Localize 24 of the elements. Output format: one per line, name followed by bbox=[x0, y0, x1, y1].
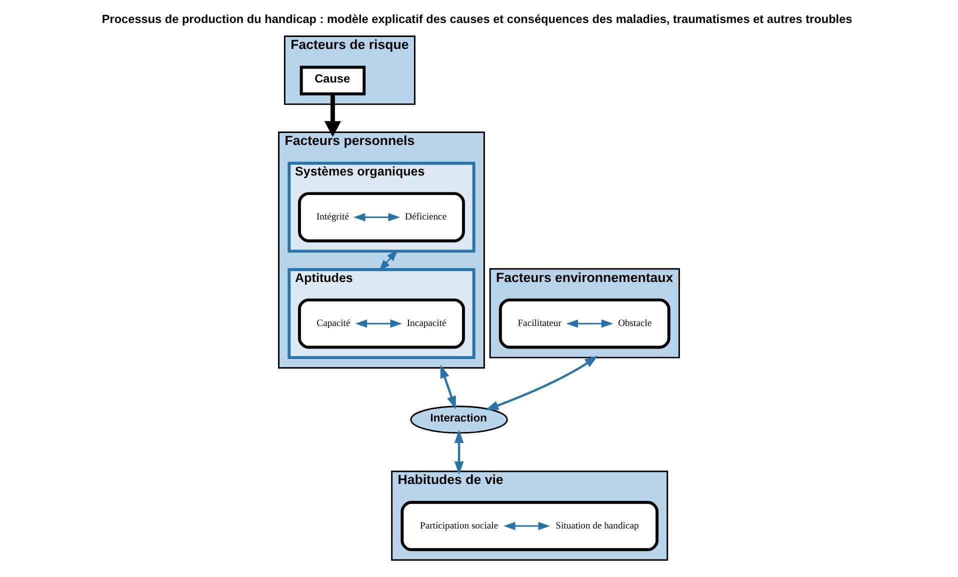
diagram-title: Processus de production du handicap : modèle explicatif des causes et conséquences des maladies, traumatismes et autres troubles bbox=[102, 12, 852, 26]
node-text: Situation de handicap bbox=[556, 520, 639, 532]
cluster bbox=[498, 298, 670, 349]
node-text: Facilitateur bbox=[518, 318, 562, 330]
arrow bbox=[353, 213, 400, 222]
cluster bbox=[298, 192, 465, 242]
node-text: Incapacité bbox=[406, 318, 446, 330]
node-box: Cause bbox=[300, 66, 366, 96]
arrow bbox=[504, 522, 550, 530]
node-text: Obstacle bbox=[618, 318, 652, 330]
arrow bbox=[485, 356, 598, 410]
node-text: Capacité bbox=[316, 318, 350, 330]
arrow bbox=[566, 319, 614, 328]
arrow bbox=[355, 319, 402, 328]
cluster bbox=[400, 500, 659, 552]
node-text: Participation sociale bbox=[420, 520, 498, 532]
node-text: Déficience bbox=[405, 212, 447, 223]
cluster bbox=[298, 298, 465, 349]
arrow bbox=[324, 94, 342, 138]
node-text: Intégrité bbox=[316, 212, 349, 223]
arrow bbox=[454, 430, 464, 475]
arrow bbox=[378, 250, 398, 272]
arrow bbox=[440, 364, 456, 410]
node-ellipse: Interaction bbox=[410, 406, 508, 434]
